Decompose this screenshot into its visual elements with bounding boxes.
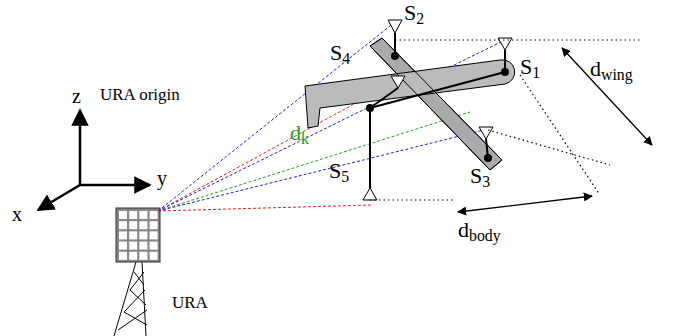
subscript: body: [469, 227, 501, 244]
axis-label: y: [157, 168, 167, 188]
dimension-label: dbody: [458, 219, 501, 241]
antenna-label: S1: [520, 56, 540, 78]
tower: [114, 262, 147, 336]
origin-label: URA origin: [100, 86, 180, 103]
subscript: k: [301, 130, 309, 147]
subscript: 3: [482, 173, 490, 190]
subscript: 5: [341, 168, 349, 185]
antenna-label: S4: [330, 42, 350, 64]
axis-label: x: [12, 204, 22, 224]
subscript: 1: [532, 64, 540, 81]
ura-panel: [116, 208, 160, 262]
mounts: [370, 33, 505, 188]
array-label: URA: [172, 294, 208, 311]
subscript: 2: [416, 10, 424, 27]
distance-label: dk: [290, 122, 309, 144]
dimension-label: dwing: [590, 58, 633, 80]
axes: [38, 110, 150, 210]
dimension-guides: [370, 40, 640, 200]
antenna-label: S2: [404, 2, 424, 24]
rays: [158, 22, 505, 211]
airplane: [305, 38, 515, 170]
antenna-label: S5: [329, 160, 349, 182]
subscript: wing: [601, 66, 633, 83]
axis-label: z: [72, 86, 81, 106]
antenna-label: S3: [470, 165, 490, 187]
subscript: 4: [342, 50, 350, 67]
mount-dots: [366, 52, 509, 162]
dimension-arrows: [458, 48, 652, 212]
antennas: [363, 20, 512, 200]
